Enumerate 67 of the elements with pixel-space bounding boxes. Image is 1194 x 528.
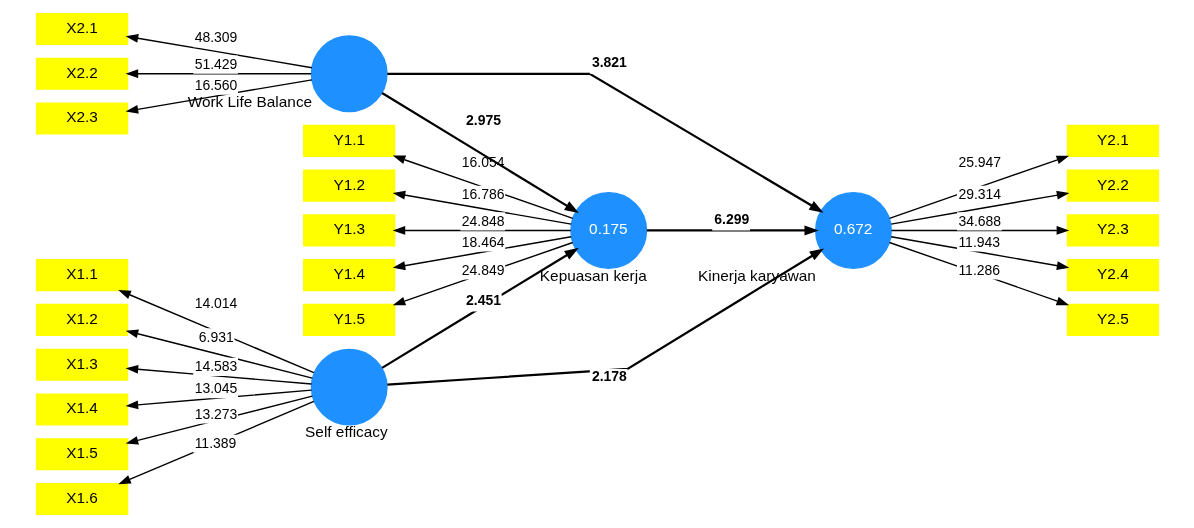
node-box: Y1.1: [302, 124, 395, 157]
edge-label: 13.273: [194, 405, 237, 422]
node-circle: [310, 35, 388, 113]
edge-label: 3.821: [591, 54, 627, 71]
node-box: Y2.5: [1066, 303, 1159, 337]
edge-label: 24.849: [461, 261, 505, 278]
node-box: X1.2: [35, 303, 128, 337]
arrow: [646, 225, 819, 236]
edge-label: 11.286: [957, 261, 1000, 278]
node-label: Kepuasan kerja: [539, 266, 647, 284]
edge-label: 11.943: [957, 233, 1000, 250]
arrow: [125, 79, 313, 114]
edge-label: 14.014: [194, 295, 237, 312]
edge-label: 25.947: [957, 153, 1001, 170]
edge-label: 16.560: [194, 76, 237, 93]
edge-label: 13.045: [194, 380, 237, 397]
arrow: [392, 190, 572, 225]
edge-label: 48.309: [194, 29, 237, 46]
edge-label: 2.975: [465, 111, 501, 128]
node-box: X1.4: [35, 393, 128, 426]
edge-label: 24.848: [461, 212, 505, 229]
arrow: [125, 389, 312, 410]
arrow: [381, 247, 579, 369]
node-box: X1.6: [35, 482, 128, 516]
arrow: [888, 241, 1069, 306]
node-box: Y2.2: [1066, 169, 1159, 202]
edge-label: 2.451: [465, 292, 501, 309]
node-box: X1.1: [35, 259, 128, 292]
arrow: [392, 236, 572, 271]
node-circle: 0.175: [569, 191, 647, 269]
edge-label: 16.786: [461, 185, 505, 202]
arrow: [386, 72, 824, 213]
node-circle: [310, 348, 388, 426]
edge-label: 11.389: [194, 434, 236, 451]
node-box: Y2.4: [1066, 259, 1159, 292]
node-box: X2.2: [35, 57, 128, 90]
node-box: Y1.3: [302, 214, 395, 247]
edge-label: 14.583: [194, 358, 237, 375]
node-label: Self efficacy: [304, 423, 388, 441]
arrow: [125, 33, 313, 69]
arrow: [117, 400, 315, 485]
edge-label: 18.464: [461, 233, 505, 250]
arrow: [125, 364, 312, 385]
arrow: [392, 226, 571, 235]
arrow: [392, 241, 573, 306]
edge-label: 29.314: [957, 185, 1001, 202]
node-box: X1.3: [35, 348, 128, 381]
node-box: Y2.1: [1066, 124, 1159, 157]
edge-label: 2.178: [591, 367, 627, 384]
node-box: X2.1: [35, 12, 128, 46]
edge-label: 34.688: [957, 212, 1001, 229]
node-box: X2.3: [35, 102, 128, 135]
edge-label: 6.931: [198, 328, 234, 345]
arrow: [889, 236, 1069, 271]
arrow: [381, 92, 579, 214]
edge-label: 51.429: [194, 55, 237, 72]
arrow: [890, 226, 1069, 235]
node-circle: 0.672: [814, 191, 892, 269]
arrow: [125, 395, 313, 445]
node-box: Y2.3: [1066, 214, 1159, 247]
node-box: Y1.2: [302, 169, 395, 202]
node-box: X1.5: [35, 438, 128, 471]
node-box: Y1.4: [302, 259, 395, 292]
node-box: Y1.5: [302, 303, 395, 337]
node-label: Work Life Balance: [187, 93, 312, 111]
edge-label: 6.299: [713, 211, 749, 228]
arrow: [889, 190, 1069, 225]
